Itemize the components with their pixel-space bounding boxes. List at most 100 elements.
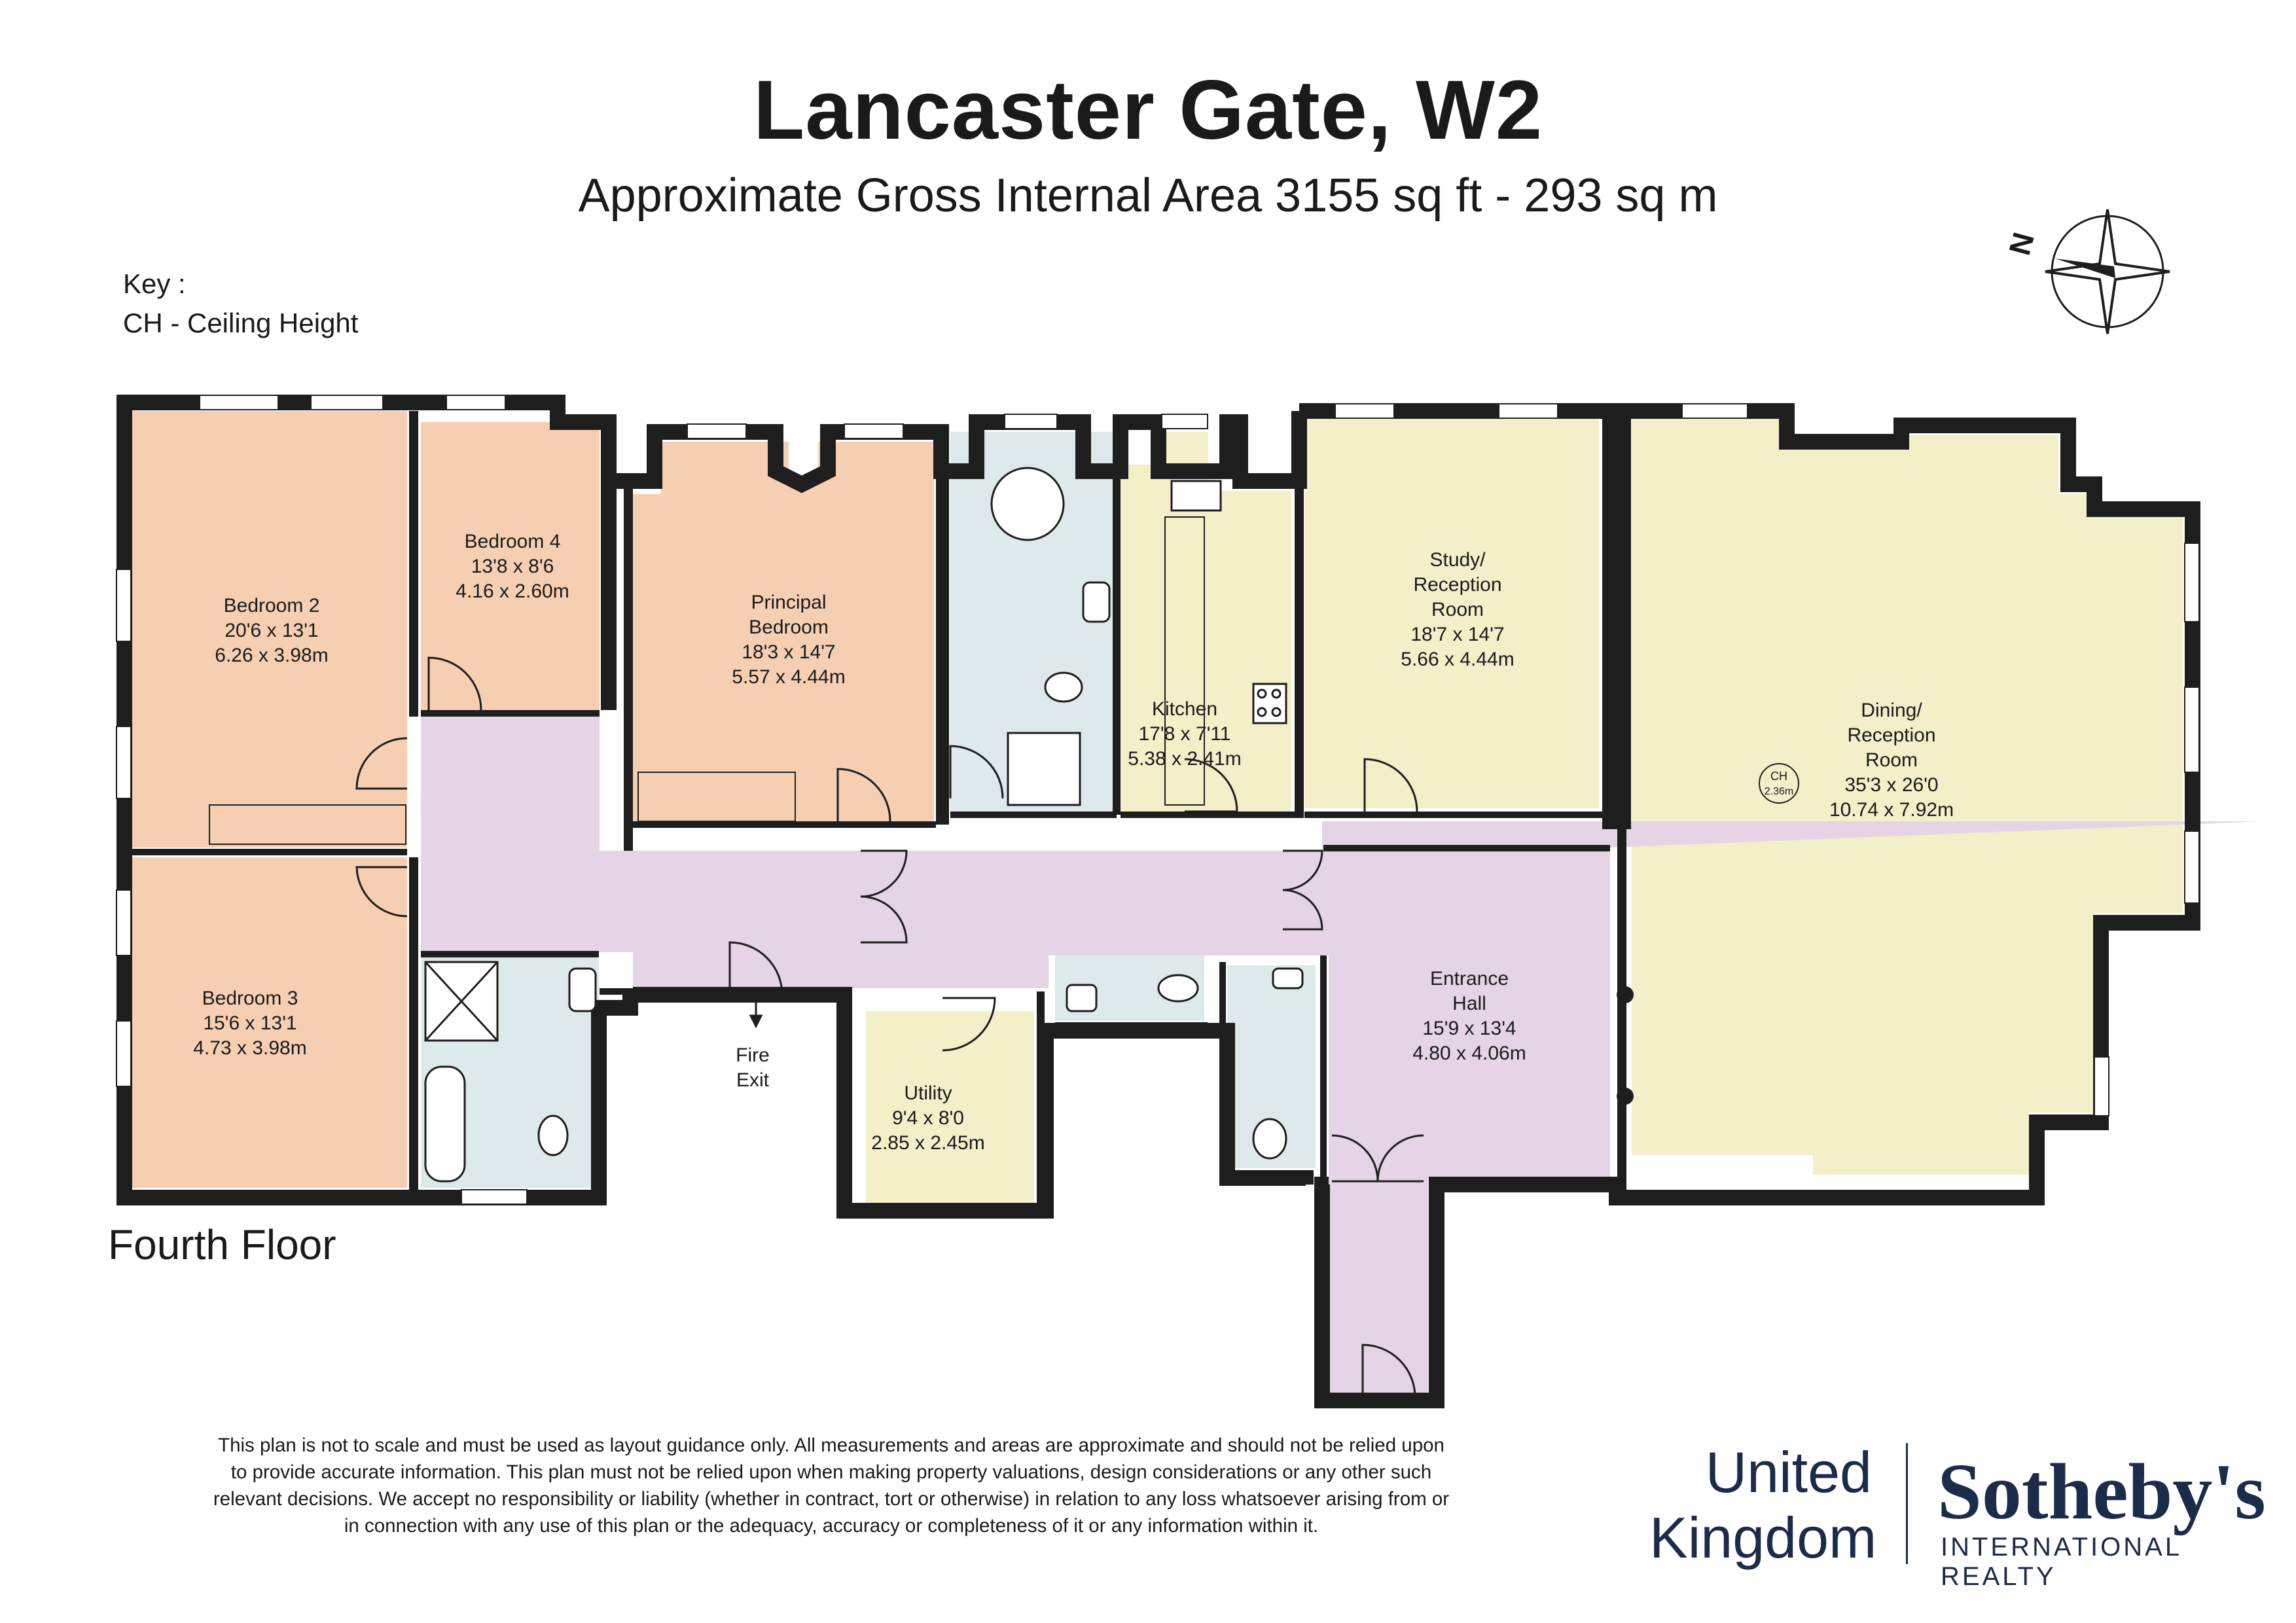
window: [1681, 403, 1748, 419]
toilet: [1252, 1118, 1287, 1160]
compass: N: [2002, 209, 2170, 334]
room-name: Room: [1431, 599, 1484, 620]
doors: [355, 656, 1424, 1398]
room-dims-metric: 5.38 x 2.41m: [1128, 748, 1241, 770]
window: [116, 569, 132, 642]
room-labels: Bedroom 2 20'6 x 13'1 6.26 x 3.98m Bedro…: [193, 531, 1954, 1154]
wardrobe: [209, 804, 406, 845]
window: [116, 726, 132, 799]
dining-fill: [1632, 419, 2183, 1175]
room-dims-imperial: 20'6 x 13'1: [224, 620, 318, 641]
ceiling-height-value: 2.36m: [1765, 786, 1793, 797]
room-name: Bedroom 2: [224, 595, 320, 616]
window: [446, 395, 506, 410]
window: [1004, 414, 1058, 429]
room-name: Room: [1865, 749, 1918, 771]
room-name: Kitchen: [1152, 698, 1217, 720]
room-dims-metric: 2.85 x 2.45m: [871, 1132, 984, 1154]
toilet: [1157, 974, 1199, 1003]
window: [2184, 543, 2200, 622]
room-dims-metric: 4.80 x 4.06m: [1412, 1043, 1526, 1064]
hob-ring: [1257, 707, 1267, 717]
door-front: [1361, 1344, 1416, 1398]
room-name: Reception: [1847, 724, 1935, 746]
room-name: Utility: [904, 1082, 952, 1104]
bedroom-2-fill: [131, 411, 407, 847]
room-name: Entrance: [1430, 968, 1509, 990]
windows: [116, 395, 2200, 1205]
area-subtitle: Approximate Gross Internal Area 3155 sq …: [578, 169, 1718, 222]
door-study: [1363, 758, 1418, 812]
outer-wall-top-middle: [558, 411, 1307, 493]
brand-divider: [1906, 1443, 1908, 1564]
door-bathroom-1: [949, 745, 1004, 799]
basin: [1272, 967, 1304, 990]
brand-region: United Kingdom: [1649, 1440, 1877, 1571]
room-name: Bedroom: [749, 616, 829, 638]
window: [116, 1020, 132, 1087]
hob-ring: [1257, 688, 1267, 699]
hall-marker-dot: [1617, 1088, 1634, 1105]
key-item-ceiling-height: CH - Ceiling Height: [123, 308, 359, 338]
basin: [1066, 984, 1098, 1012]
bathroom-1-fill: [950, 432, 1113, 812]
door-hall-double: [1282, 849, 1323, 931]
fire-exit-label: Fire: [736, 1044, 770, 1066]
door-bedroom-2: [355, 737, 408, 790]
toilet: [1044, 671, 1083, 703]
door-principal-bedroom: [836, 768, 891, 822]
basin-round: [990, 467, 1065, 541]
room-name: Bedroom 3: [202, 988, 298, 1009]
window: [844, 423, 904, 439]
room-dims-imperial: 18'7 x 14'7: [1410, 624, 1504, 645]
room-name: Reception: [1413, 574, 1501, 596]
outer-wall-top-right: [1299, 403, 2200, 1408]
compass-north-label: N: [2002, 229, 2041, 259]
room-dims-imperial: 9'4 x 8'0: [892, 1107, 964, 1129]
study-fill: [1304, 419, 1599, 808]
walls: [117, 395, 2200, 1408]
shower-cross: [424, 961, 499, 1042]
door-utility: [942, 997, 996, 1052]
wc-2-fill: [1227, 965, 1316, 1168]
room-name: Study/: [1429, 549, 1486, 571]
fire-exit-label: Exit: [736, 1069, 770, 1091]
bedroom-3-fill: [131, 857, 407, 1188]
window: [116, 889, 132, 956]
door-bedroom-3: [355, 866, 408, 918]
entrance-hall-fill: [1322, 821, 1610, 1397]
floor-label: Fourth Floor: [108, 1221, 336, 1268]
room-dims-imperial: 17'8 x 7'11: [1138, 723, 1230, 745]
kitchen-sink: [1170, 480, 1222, 512]
toilet: [537, 1115, 569, 1156]
key-title: Key :: [123, 268, 186, 299]
room-name: Hall: [1452, 993, 1486, 1014]
page-title: Lancaster Gate, W2: [753, 63, 1543, 157]
room-fills: [131, 411, 2263, 1397]
door-kitchen: [1184, 758, 1238, 813]
room-name: Principal: [751, 592, 826, 613]
bedroom-4-fill: [421, 422, 600, 710]
room-dims-metric: 4.73 x 3.98m: [193, 1037, 306, 1059]
basin: [568, 967, 597, 1012]
ceiling-height-marker: CH 2.36m: [1759, 763, 1799, 804]
room-dims-imperial: 15'6 x 13'1: [203, 1012, 296, 1034]
ceiling-height-label: CH: [1770, 770, 1787, 783]
window: [1335, 403, 1395, 419]
brand-region-line2: Kingdom: [1649, 1505, 1877, 1570]
door-corridor-double: [860, 849, 908, 944]
room-dims-imperial: 35'3 x 26'0: [1844, 774, 1938, 796]
ceiling-height-circle: [1759, 763, 1799, 804]
window: [461, 1189, 528, 1205]
worktop: [1164, 516, 1205, 806]
room-dims-metric: 5.57 x 4.44m: [732, 666, 845, 688]
room-dims-metric: 4.16 x 2.60m: [456, 580, 569, 602]
window: [687, 423, 747, 439]
room-name: Dining/: [1861, 700, 1922, 721]
room-dims-metric: 5.66 x 4.44m: [1401, 649, 1514, 670]
brand-name: Sotheby's: [1937, 1448, 2266, 1536]
fire-exit-arrowhead: [749, 1014, 763, 1029]
window: [199, 395, 279, 410]
fixtures: [209, 467, 1304, 1183]
